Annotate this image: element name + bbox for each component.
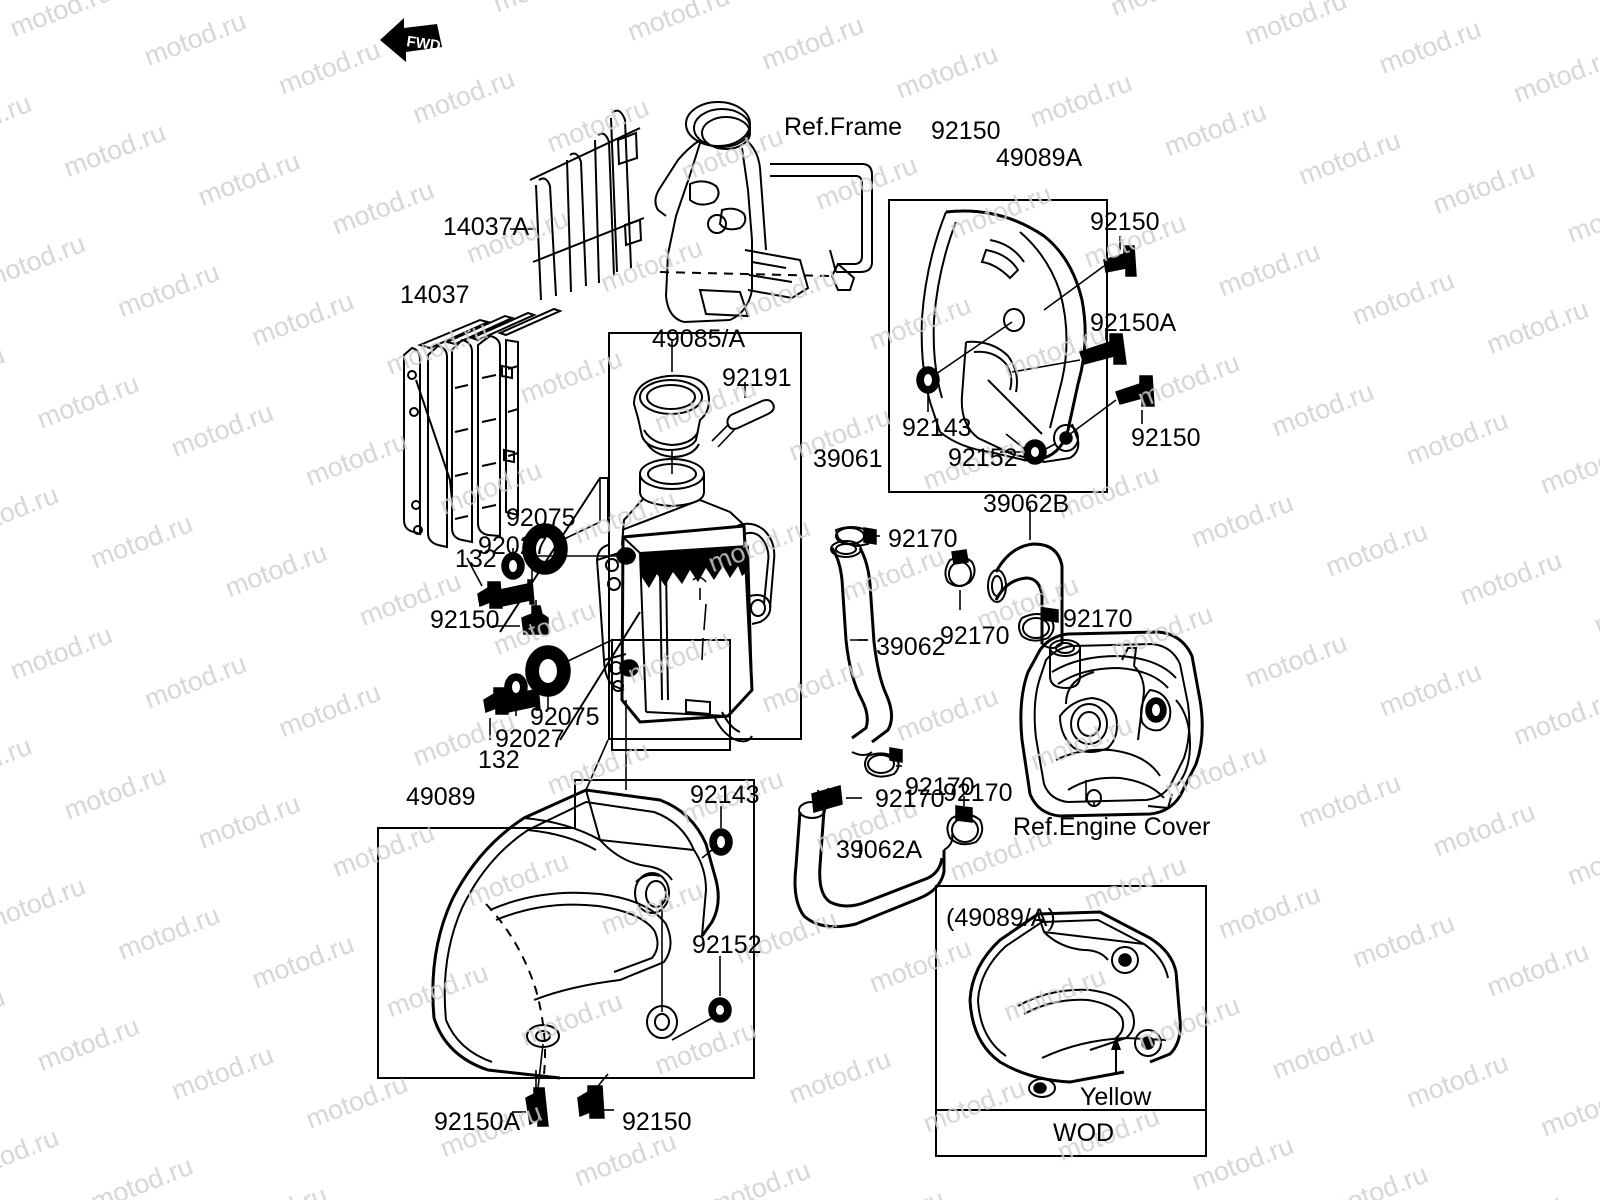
label-92170-f: 92170 (943, 779, 1013, 807)
label-92150-right-top: 92150 (1090, 208, 1160, 236)
label-inset-49089a: (49089/A) (946, 904, 1056, 932)
label-132-bottom: 132 (478, 746, 520, 774)
label-49085a: 49085/A (652, 325, 746, 353)
label-92075-top: 92075 (506, 504, 576, 532)
label-92152-right: 92152 (948, 444, 1018, 472)
label-92150-mid-left: 92150 (430, 606, 500, 634)
label-92150-right-bot: 92150 (1131, 424, 1201, 452)
label-92143-right: 92143 (902, 414, 972, 442)
label-132-top: 132 (455, 545, 497, 573)
label-92150a-right: 92150A (1090, 309, 1177, 337)
label-39061: 39061 (813, 445, 883, 473)
label-92170-c: 92170 (940, 622, 1010, 650)
label-92152-bottom: 92152 (692, 931, 762, 959)
label-92170-e: 92170 (875, 785, 945, 813)
label-ref-frame: Ref.Frame (784, 113, 903, 141)
label-39062b: 39062B (983, 490, 1070, 518)
label-92150-bottom: 92150 (622, 1108, 692, 1136)
label-39062: 39062 (876, 633, 946, 661)
label-92143-bottom: 92143 (690, 781, 760, 809)
label-39062a: 39062A (836, 836, 923, 864)
label-92150a-bottom: 92150A (434, 1108, 521, 1136)
label-92170-a: 92170 (888, 525, 958, 553)
label-49089: 49089 (406, 783, 476, 811)
label-92191: 92191 (722, 364, 792, 392)
label-49089a: 49089A (996, 144, 1083, 172)
label-14037: 14037 (400, 281, 470, 309)
label-ref-engine-cover: Ref.Engine Cover (1013, 813, 1211, 841)
label-wod: WOD (1053, 1119, 1115, 1147)
label-yellow: Yellow (1080, 1083, 1152, 1111)
label-14037a: 14037A (443, 213, 530, 241)
label-92170-b: 92170 (1063, 605, 1133, 633)
label-92150-top: 92150 (931, 117, 1001, 145)
